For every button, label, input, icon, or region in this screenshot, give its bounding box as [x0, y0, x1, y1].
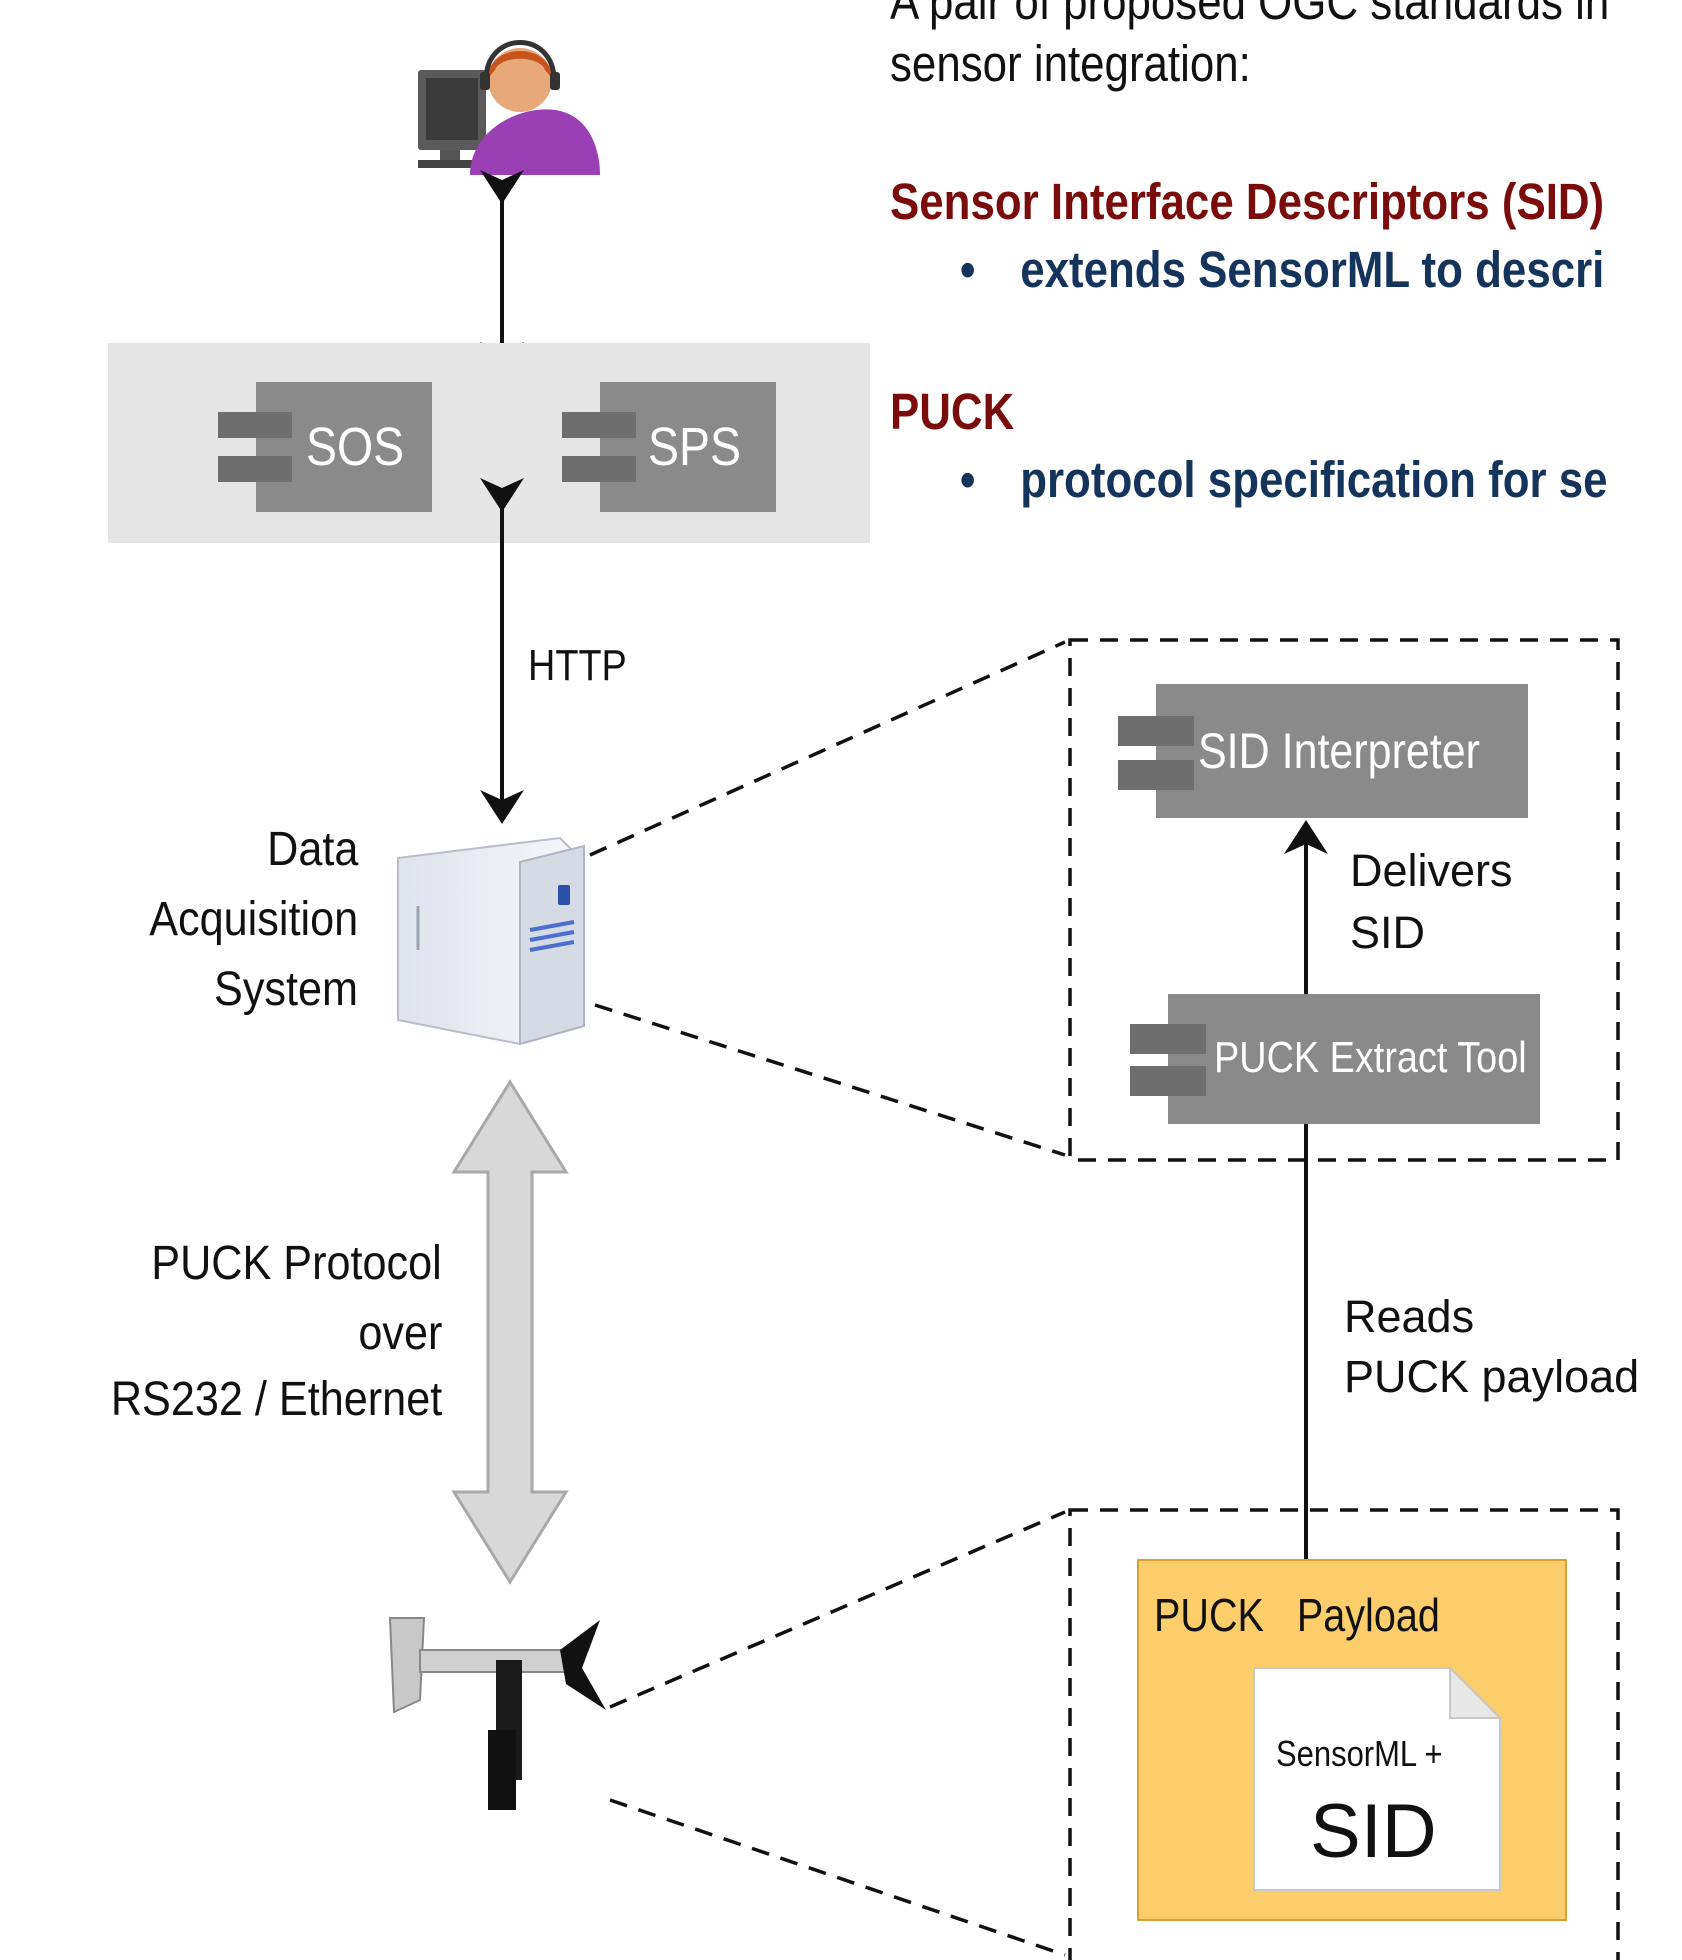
sps-component	[562, 382, 776, 512]
puck-protocol-line-3: RS232 / Ethernet	[110, 1373, 442, 1426]
reads-label-line-1: Reads	[1344, 1291, 1475, 1342]
daq-label-line-1: Data	[266, 823, 358, 876]
zoom-line	[609, 1798, 1066, 1957]
puck-extract-tool-component	[1130, 994, 1540, 1124]
sos-label: SOS	[306, 417, 405, 477]
http-label: HTTP	[528, 641, 627, 690]
delivers-label-line-2: SID	[1350, 907, 1426, 958]
intro-line-2: sensor integration:	[890, 35, 1251, 92]
puck-protocol-line-1: PUCK Protocol	[151, 1237, 442, 1290]
sid-bullet: • extends SensorML to descri	[960, 244, 1604, 295]
puck-bullet: • protocol specification for se	[960, 454, 1608, 505]
intro-line-1: A pair of proposed OGC standards in	[890, 0, 1610, 30]
puck-heading: PUCK	[890, 383, 1015, 440]
zoom-line	[589, 640, 1066, 857]
delivers-label-line-1: Delivers	[1350, 845, 1513, 896]
reads-label-line-2: PUCK payload	[1344, 1351, 1640, 1402]
puck-protocol-line-2: over	[357, 1307, 442, 1360]
zoom-line	[609, 1510, 1066, 1709]
acquisition-detail-box	[1068, 638, 1620, 1162]
sid-interpreter-label: SID Interpreter	[1198, 723, 1480, 779]
daq-label-line-3: System	[213, 963, 358, 1016]
zoom-line	[594, 1003, 1066, 1157]
puck-bullet-text: protocol specification for se	[1020, 451, 1608, 508]
sid-heading: Sensor Interface Descriptors (SID)	[890, 173, 1605, 230]
bullet-glyph: •	[960, 451, 976, 508]
operator-workstation-icon	[418, 40, 600, 175]
payload-title: PUCK Payload	[1154, 1589, 1440, 1641]
server-tower-icon	[397, 836, 585, 1046]
anemometer-sensor-icon	[388, 1617, 606, 1810]
sensor-detail-box	[1068, 1508, 1620, 1960]
sid-bullet-text: extends SensorML to descri	[1020, 241, 1605, 298]
puck-protocol-arrow	[451, 1079, 569, 1585]
sos-component	[218, 382, 432, 512]
bullet-glyph: •	[960, 241, 976, 298]
document-icon	[1253, 1665, 1503, 1891]
document-label-line-1: SensorML +	[1276, 1733, 1443, 1774]
daq-label-line-2: Acquisition	[149, 893, 358, 946]
document-label-line-2: SID	[1310, 1789, 1437, 1874]
sid-interpreter-component	[1118, 684, 1528, 818]
puck-extract-tool-label: PUCK Extract Tool	[1214, 1033, 1527, 1082]
sps-label: SPS	[648, 417, 741, 477]
